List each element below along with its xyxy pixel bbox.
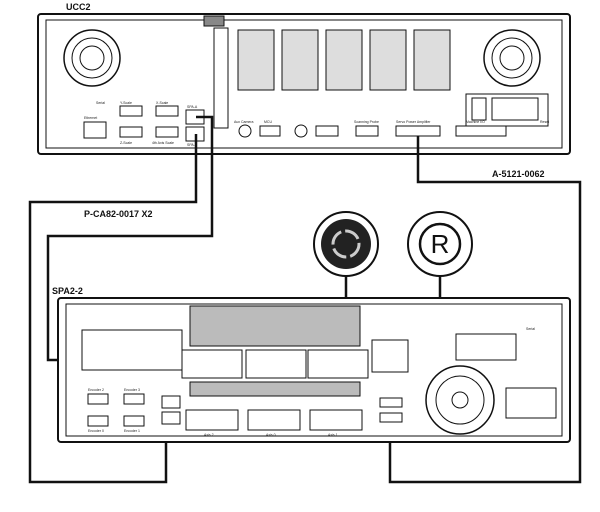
- spa2-label: SPA2-2: [52, 286, 83, 296]
- svg-text:Axis 2: Axis 2: [204, 433, 214, 437]
- svg-text:Scanning Probe: Scanning Probe: [354, 120, 379, 124]
- spa2-port-labels: Encoder 2 Encoder 3 Encoder 0 Encoder 1 …: [88, 327, 535, 437]
- svg-text:Serial: Serial: [96, 101, 105, 105]
- cable-power-amp: [388, 136, 582, 484]
- svg-text:Y-Scale: Y-Scale: [120, 101, 132, 105]
- svg-text:Encoder 3: Encoder 3: [124, 388, 140, 392]
- svg-text:Ethernet: Ethernet: [84, 116, 97, 120]
- svg-text:4th Axis Scale: 4th Axis Scale: [152, 141, 174, 145]
- svg-text:Aux Camera: Aux Camera: [234, 120, 254, 124]
- svg-text:SPA-B: SPA-B: [187, 143, 198, 147]
- svg-text:Encoder 1: Encoder 1: [124, 429, 140, 433]
- reset-button-icon: [313, 211, 379, 277]
- svg-text:Servo Power Amplifier: Servo Power Amplifier: [396, 120, 431, 124]
- svg-text:Machine I/O: Machine I/O: [466, 120, 485, 124]
- svg-text:X-Scale: X-Scale: [156, 101, 168, 105]
- ucc2-port-labels: Y-Scale X-Scale Z-Scale 4th Axis Scale S…: [84, 101, 549, 147]
- svg-text:MCU: MCU: [264, 120, 272, 124]
- cable-label-pca82: P-CA82-0017 X2: [84, 209, 153, 219]
- cable-spa-b: [28, 134, 198, 484]
- ucc2-unit: [37, 13, 571, 155]
- cable-label-a5121: A-5121-0062: [492, 169, 545, 179]
- svg-text:R: R: [431, 229, 450, 259]
- svg-text:Reset: Reset: [540, 120, 549, 124]
- svg-text:Axis 0: Axis 0: [266, 433, 276, 437]
- svg-text:Encoder 2: Encoder 2: [88, 388, 104, 392]
- svg-text:Axis 1: Axis 1: [328, 433, 338, 437]
- svg-text:Serial: Serial: [526, 327, 535, 331]
- svg-text:Z-Scale: Z-Scale: [120, 141, 132, 145]
- spa2-unit: [57, 297, 571, 443]
- svg-text:Encoder 0: Encoder 0: [88, 429, 104, 433]
- svg-text:SPA-A: SPA-A: [187, 105, 198, 109]
- ucc2-label: UCC2: [66, 2, 91, 12]
- registered-r-icon: R: [407, 211, 473, 277]
